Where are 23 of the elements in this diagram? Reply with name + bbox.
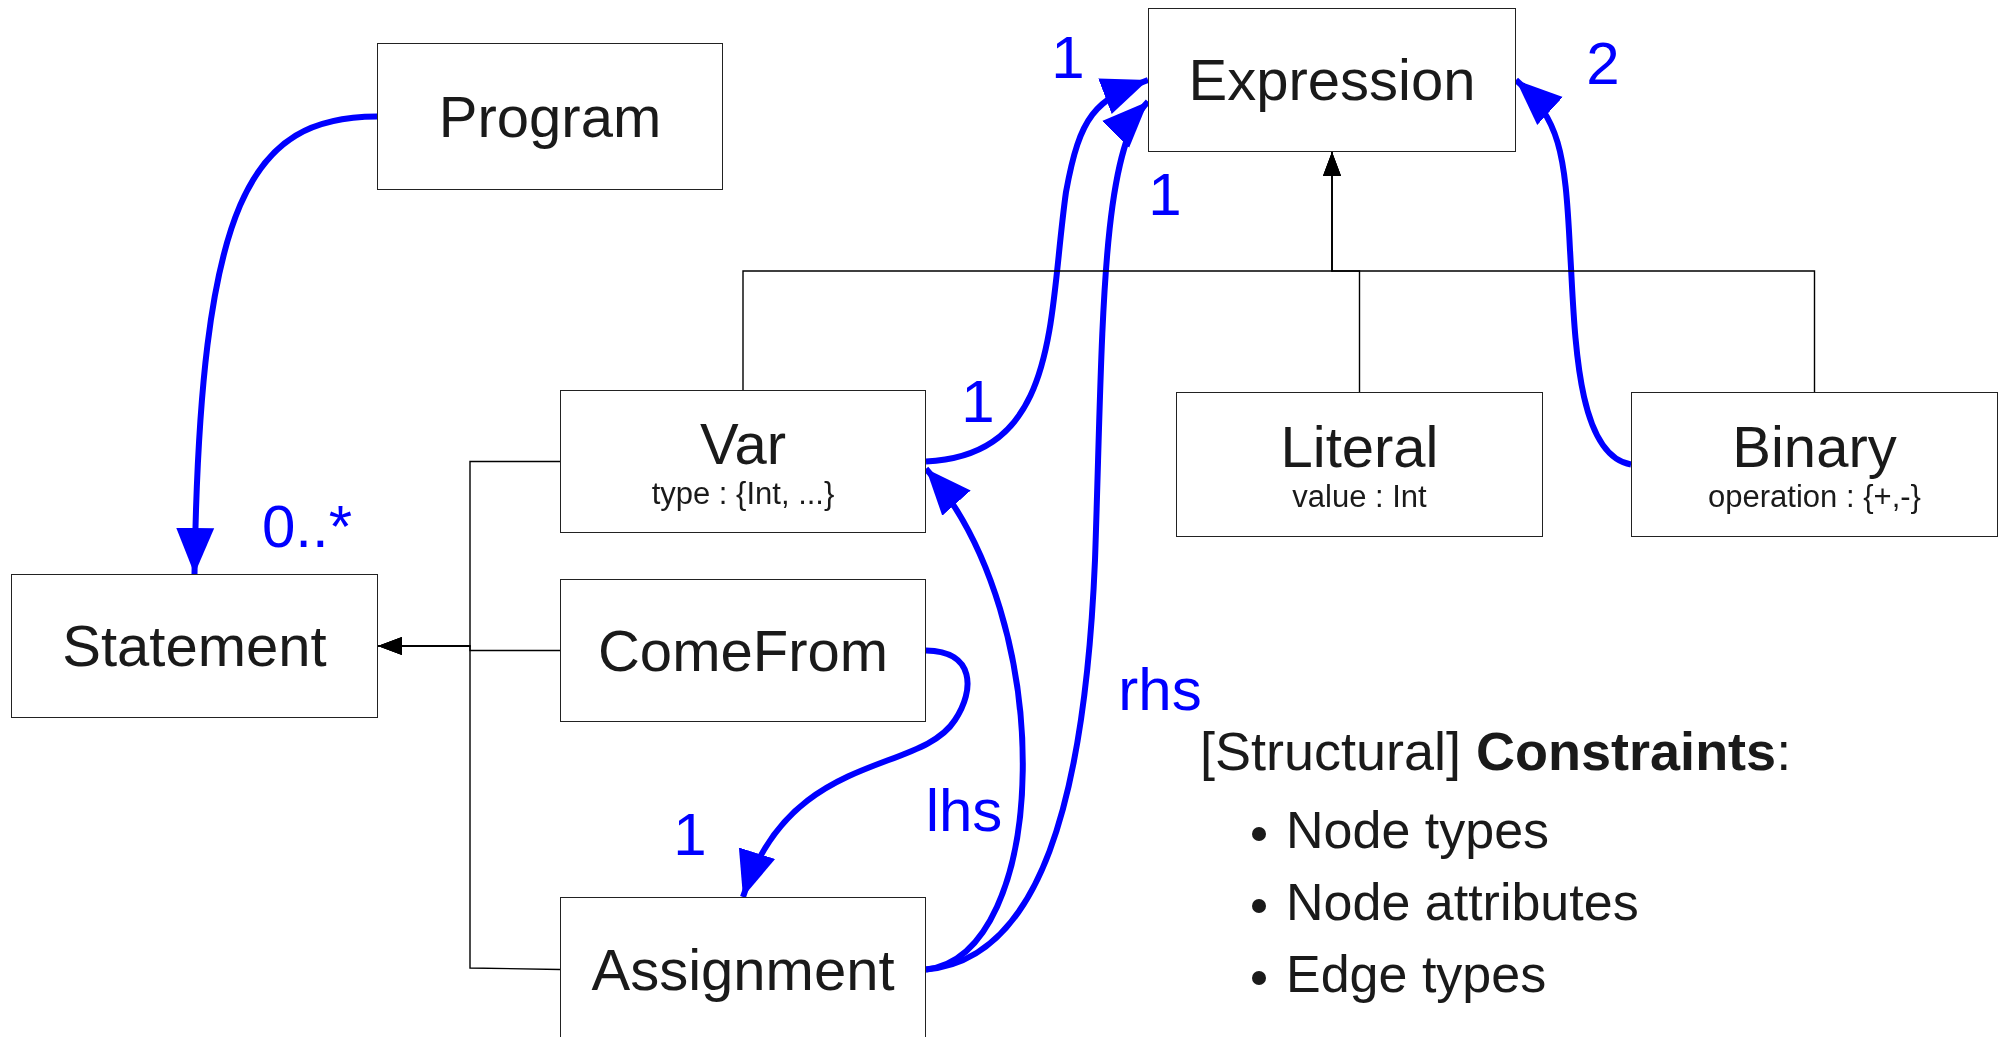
class-name: Program: [438, 84, 662, 149]
class-name: Var: [700, 411, 786, 476]
attribute-text: operation : {+,-}: [1708, 478, 1921, 515]
class-box: [377, 43, 723, 190]
list-item: Node attributes: [1286, 876, 1639, 928]
attribute-text: type : {Int, ...}: [651, 475, 835, 512]
class-name: Binary: [1732, 414, 1897, 479]
class-name: ComeFrom: [598, 618, 888, 683]
class-box: [560, 390, 926, 533]
connector-arrow: [925, 77, 1150, 465]
connector-arrow: [176, 113, 378, 575]
class-name: Literal: [1280, 414, 1439, 479]
class-box: [560, 897, 926, 1037]
class-box: [11, 574, 378, 718]
class-name: Expression: [1188, 48, 1476, 112]
class-name: Statement: [62, 614, 327, 678]
class-box: [1176, 392, 1543, 537]
class-box: [560, 579, 926, 722]
connector-arrow: [740, 647, 971, 899]
class-name: Assignment: [591, 937, 895, 1002]
class-box: [1148, 8, 1516, 152]
class-box: [1631, 392, 1998, 537]
attribute-text: value : Int: [1292, 478, 1427, 515]
